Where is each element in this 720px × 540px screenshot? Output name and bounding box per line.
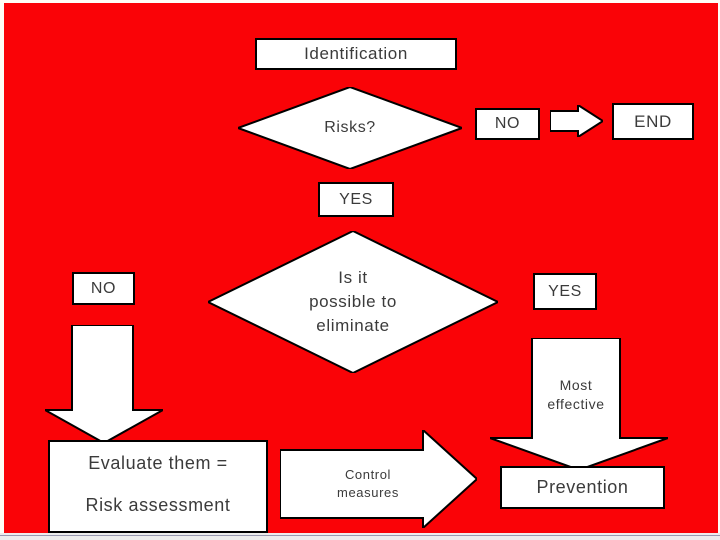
node-identification: Identification [255,38,457,70]
control-line1: Control [344,467,392,482]
down-arrow-shape [45,325,163,443]
eliminate-line2: possible to [309,292,397,311]
control-measures-label: Control measures [310,466,426,502]
risks-label: Risks? [324,119,376,136]
control-line2: measures [337,485,399,500]
diamond-shape [238,87,462,169]
eliminate-label: Is it possible to eliminate [208,231,498,373]
node-no-top: NO [475,108,540,140]
control-measures-arrow: Control measures [280,430,477,528]
right-arrow-icon [550,105,603,137]
node-no-left: NO [72,272,135,305]
most-effective-line2: effective [547,396,605,412]
node-evaluate: Evaluate them = Risk assessment [48,440,268,533]
slide-bottom-bar [0,533,720,540]
evaluate-line1: Evaluate them = [88,453,228,473]
most-effective-label: Most effective [532,376,620,414]
eliminate-line3: eliminate [316,316,390,335]
right-arrow-shape [280,430,477,528]
down-arrow-icon [45,325,163,443]
down-arrow-shape [490,338,668,470]
most-effective-line1: Most [559,377,593,393]
node-end: END [612,103,694,140]
right-arrow-shape [550,105,603,137]
eliminate-line1: Is it [338,268,368,287]
node-eliminate-decision: Is it possible to eliminate [208,231,498,373]
node-prevention: Prevention [500,466,665,509]
node-yes-right: YES [533,273,597,310]
most-effective-arrow: Most effective [490,338,668,470]
node-risks-decision: Risks? [238,87,462,169]
slide-bottom-line [0,535,720,536]
diamond-shape [208,231,498,373]
node-yes-top: YES [318,182,394,217]
evaluate-line2: Risk assessment [85,495,231,515]
